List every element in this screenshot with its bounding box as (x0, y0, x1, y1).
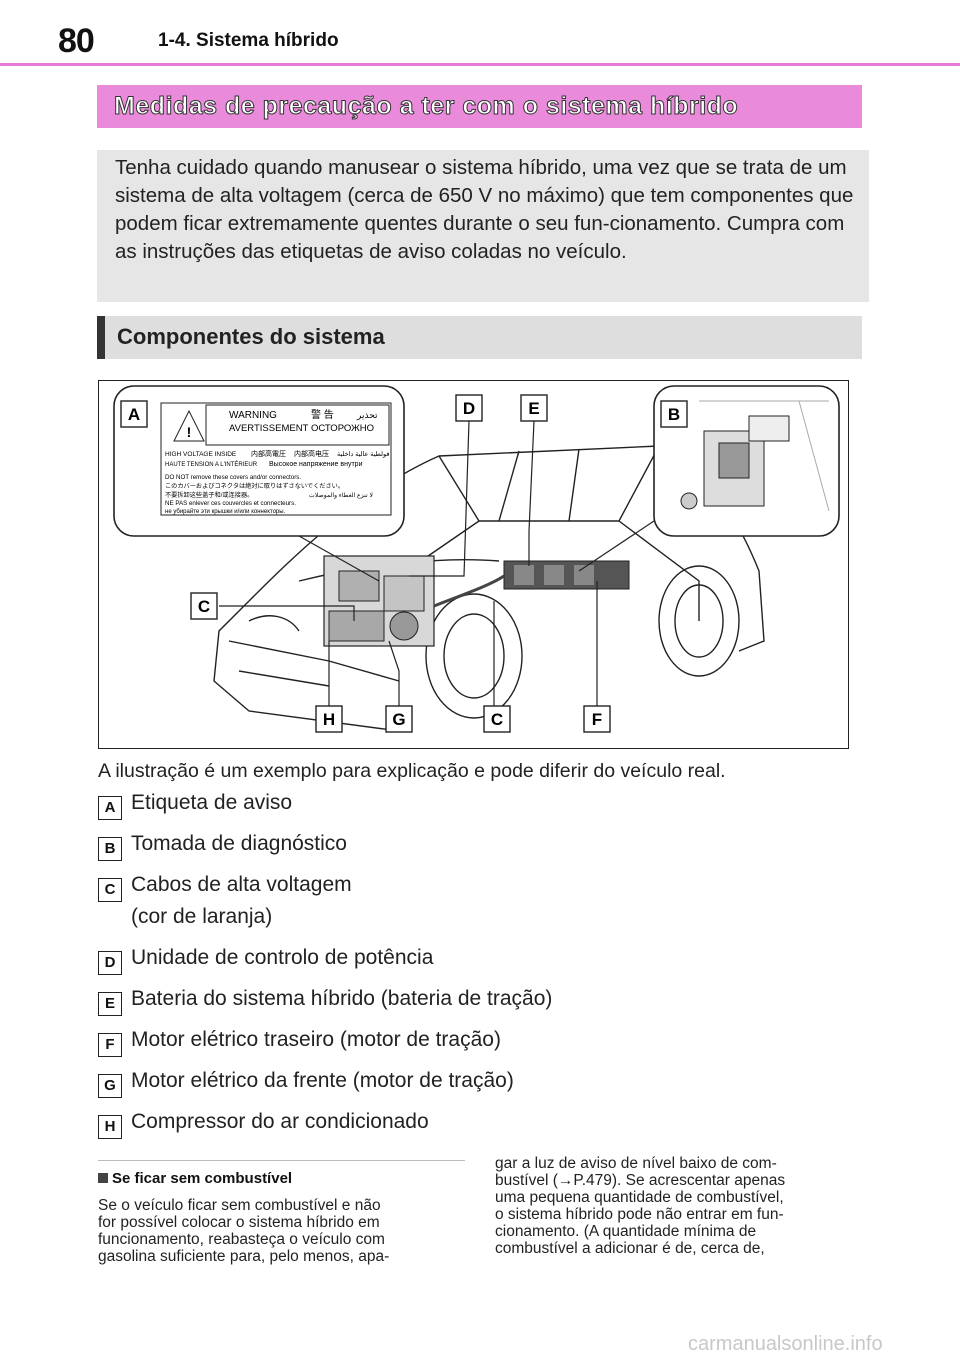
section-title: 1-4. Sistema híbrido (158, 30, 339, 51)
intro-box: Tenha cuidado quando manusear o sistema … (97, 150, 869, 302)
vehicle-illustration: ! WARNING 警 告 تحذير AVERTISSEMENT ОСТОРО… (98, 380, 849, 749)
subheading-label: Componentes do sistema (117, 324, 385, 349)
callout-D: D (463, 399, 475, 418)
page-number: 80 (58, 22, 95, 60)
label-line3-ar: لا تنزع الغطاء والموصلات (309, 492, 373, 499)
battery-pack (433, 560, 630, 608)
legend-letter: B (98, 837, 122, 861)
page-title: Medidas de precaução a ter com o sistema… (113, 92, 739, 121)
legend-text: Compressor do ar condicionado (131, 1110, 429, 1133)
header-rule (0, 63, 960, 66)
label-hv-ru: Высокое напряжение внутри (269, 461, 363, 468)
label-hv-fr: HAUTE TENSION A L'INTÉRIEUR (165, 461, 258, 468)
wheels (425, 565, 740, 719)
legend-letter: D (98, 951, 122, 975)
figure-caption: A ilustração é um exemplo para explicaçã… (98, 760, 726, 782)
label-hv-jp: 内部高電圧 (251, 449, 286, 458)
legend-letter: F (98, 1033, 122, 1057)
callout-A: A (128, 405, 140, 424)
legend-text-continued: (cor de laranja) (131, 905, 273, 928)
note-text-left: Se o veículo ficar sem combustível e não… (98, 1197, 390, 1265)
inset-diagnostic-socket (653, 385, 840, 537)
legend-letter: G (98, 1074, 122, 1098)
square-bullet-icon (98, 1173, 108, 1183)
callouts: A B C D E F G H C (120, 394, 688, 733)
legend-letter: H (98, 1115, 122, 1139)
intro-text: Tenha cuidado quando manusear o sistema … (115, 156, 854, 263)
label-hv-ar: فولطية عالية داخلية (337, 450, 389, 458)
callout-lines (219, 420, 655, 706)
legend-letter: E (98, 992, 122, 1016)
legend-letter: C (98, 878, 122, 902)
label-warning-en: WARNING (229, 410, 277, 421)
legend-text: Tomada de diagnóstico (131, 832, 347, 855)
legend-text: Etiqueta de aviso (131, 791, 293, 814)
subheading: Componentes do sistema (97, 316, 862, 359)
note-heading-text: Se ficar sem combustível (112, 1170, 293, 1187)
label-line1: DO NOT remove these covers and/or connec… (165, 474, 301, 481)
title-banner: Medidas de precaução a ter com o sistema… (97, 85, 862, 128)
callout-G: G (392, 710, 405, 729)
label-warning-jp: 警 告 (311, 408, 334, 421)
callout-E: E (528, 399, 539, 418)
callout-C-bottom: C (491, 710, 503, 729)
callout-B: B (668, 405, 680, 424)
svg-text:!: ! (187, 424, 192, 440)
label-hv-en: HIGH VOLTAGE INSIDE (165, 451, 237, 458)
legend-text: Bateria do sistema híbrido (bateria de t… (131, 987, 553, 1010)
vehicle-svg: ! WARNING 警 告 تحذير AVERTISSEMENT ОСТОРО… (113, 385, 840, 733)
label-line3: 不要拆卸这些盖子和/或连接器。 (165, 491, 253, 499)
label-line4: NE PAS enlever ces couvercles et connect… (165, 500, 296, 507)
column-rule (98, 1160, 465, 1161)
label-line2: このカバーおよびコネクタは絶対に取りはずさないでください。 (165, 482, 344, 490)
label-warning-ru: ОСТОРОЖНО (311, 423, 374, 434)
note-heading: Se ficar sem combustível (98, 1170, 292, 1187)
label-warning-ar: تحذير (356, 410, 378, 421)
note-text-right: gar a luz de aviso de nível baixo de com… (495, 1155, 786, 1257)
label-line5: не убирайте эти крышки и/или коннекторы. (165, 508, 286, 515)
label-hv-cn: 内部高电压 (294, 449, 329, 458)
callout-H: H (323, 710, 335, 729)
legend-text: Motor elétrico traseiro (motor de tração… (131, 1028, 501, 1051)
watermark: carmanualsonline.info (688, 1333, 883, 1355)
legend-text: Motor elétrico da frente (motor de traçã… (131, 1069, 514, 1092)
legend-text: Cabos de alta voltagem (131, 873, 352, 896)
label-warning-fr: AVERTISSEMENT (229, 423, 309, 434)
inset-warning-label: ! WARNING 警 告 تحذير AVERTISSEMENT ОСТОРО… (113, 385, 405, 537)
legend-text: Unidade de controlo de potência (131, 946, 434, 969)
legend-letter: A (98, 796, 122, 820)
engine-parts (323, 555, 435, 647)
callout-C-left: C (198, 597, 210, 616)
callout-F: F (592, 710, 602, 729)
